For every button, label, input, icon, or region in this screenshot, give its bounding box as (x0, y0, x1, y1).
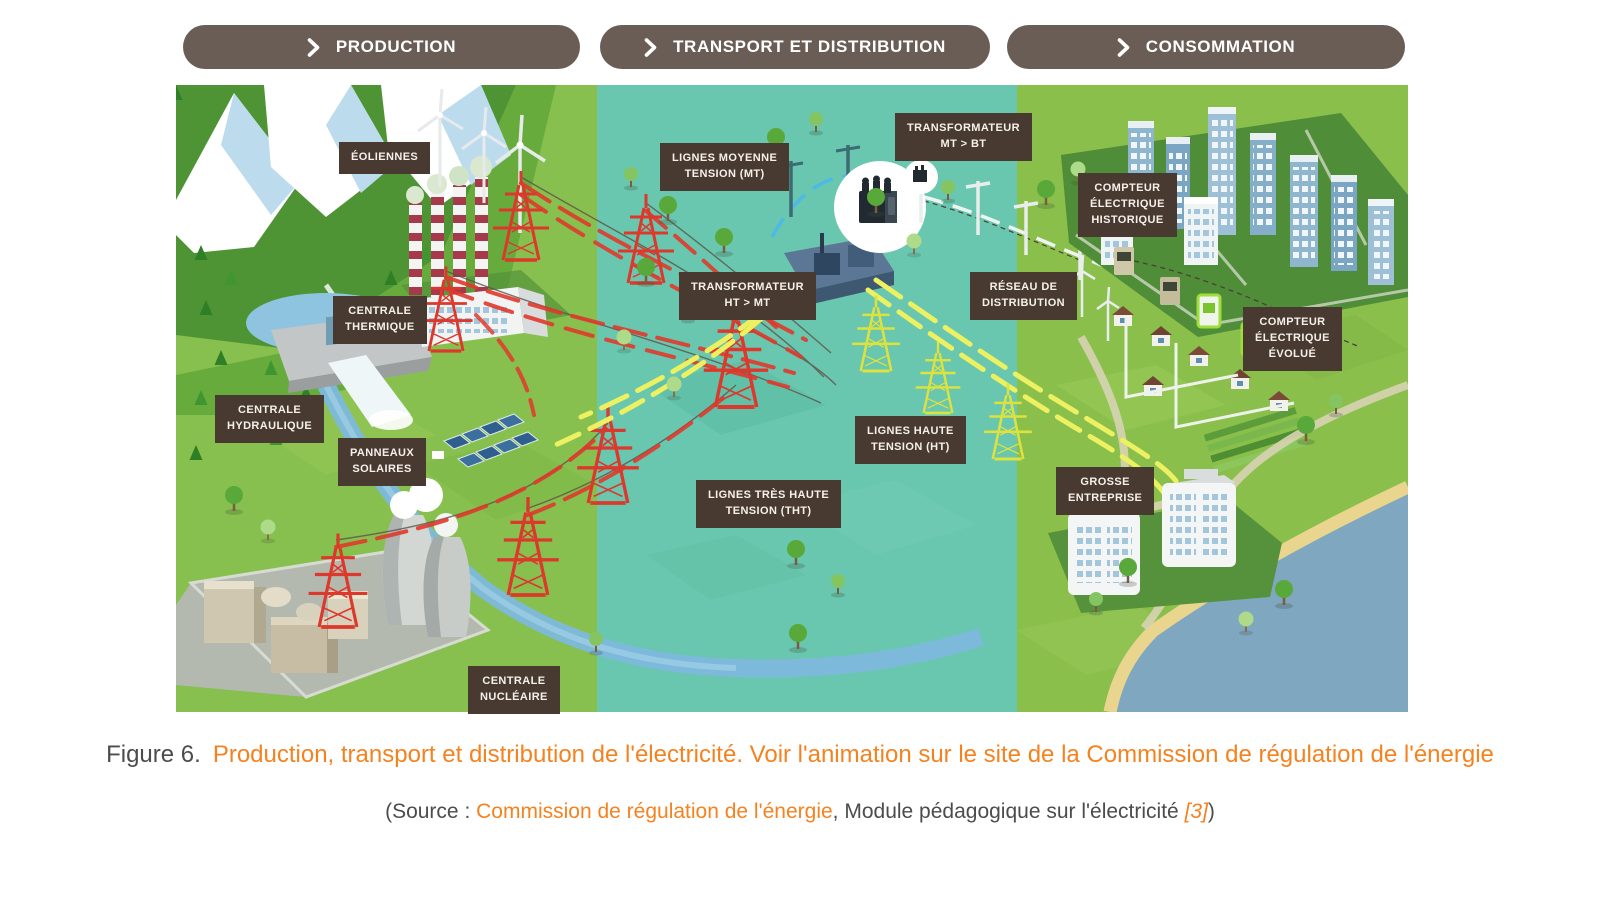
solar-panels (432, 413, 539, 468)
banner-production: PRODUCTION (183, 25, 580, 69)
illustration-canvas (176, 85, 1408, 712)
wind-turbines (417, 88, 546, 233)
label-panneaux-solaires: PANNEAUX SOLAIRES (338, 438, 427, 486)
label-compteur-historique: COMPTEUR ÉLECTRIQUE HISTORIQUE (1078, 173, 1177, 237)
caption-animation-link[interactable]: Production, transport et distribution de… (212, 741, 1494, 768)
source-middle: , Module pédagogique sur l'électricité (832, 800, 1185, 823)
banner-consommation: CONSOMMATION (1007, 25, 1405, 69)
label-compteur-evolue: COMPTEUR ÉLECTRIQUE ÉVOLUÉ (1243, 307, 1342, 371)
chevron-right-icon (307, 37, 320, 57)
banner-production-label: PRODUCTION (335, 37, 457, 56)
source-suffix: ) (1207, 800, 1215, 823)
label-lignes-moyenne-tension: LIGNES MOYENNE TENSION (MT) (660, 143, 790, 191)
label-centrale-hydraulique: CENTRALE HYDRAULIQUE (215, 395, 325, 443)
banner-transport: TRANSPORT ET DISTRIBUTION (600, 25, 990, 69)
label-lignes-tres-haute-tension: LIGNES TRÈS HAUTE TENSION (THT) (696, 480, 842, 528)
label-eoliennes: ÉOLIENNES (339, 142, 431, 174)
transformer-callout (834, 160, 938, 253)
chevron-right-icon (1117, 37, 1130, 57)
source-reference-link[interactable]: [3] (1184, 800, 1208, 823)
banner-transport-label: TRANSPORT ET DISTRIBUTION (673, 37, 946, 56)
label-centrale-thermique: CENTRALE THERMIQUE (333, 296, 427, 344)
banner-consommation-label: CONSOMMATION (1145, 37, 1296, 56)
label-reseau-de-distribution: RÉSEAU DE DISTRIBUTION (970, 272, 1078, 320)
figure-source: (Source : Commission de régulation de l'… (0, 800, 1600, 824)
source-prefix: (Source : (385, 800, 477, 823)
figure-number: Figure 6. (106, 741, 201, 768)
figure-caption: Figure 6. Production, transport et distri… (0, 741, 1600, 769)
micro-wind-turbines (1068, 254, 1120, 341)
label-centrale-nucleaire: CENTRALE NUCLÉAIRE (468, 666, 560, 714)
label-lignes-haute-tension: LIGNES HAUTE TENSION (HT) (855, 416, 966, 464)
sea-coastline (1103, 481, 1408, 712)
source-cre-link[interactable]: Commission de régulation de l'énergie (476, 800, 833, 823)
label-transformateur-mt-bt: TRANSFORMATEUR MT > BT (895, 113, 1032, 161)
nuclear-plant (176, 478, 491, 699)
electricity-grid-illustration: ÉOLIENNES LIGNES MOYENNE TENSION (MT) TR… (176, 85, 1408, 714)
historic-meters (1114, 247, 1180, 305)
label-grosse-entreprise: GROSSE ENTREPRISE (1056, 467, 1155, 515)
city-buildings (1101, 107, 1394, 285)
chevron-right-icon (644, 37, 657, 57)
city (1061, 107, 1408, 429)
label-transformateur-ht-mt: TRANSFORMATEUR HT > MT (679, 272, 816, 320)
